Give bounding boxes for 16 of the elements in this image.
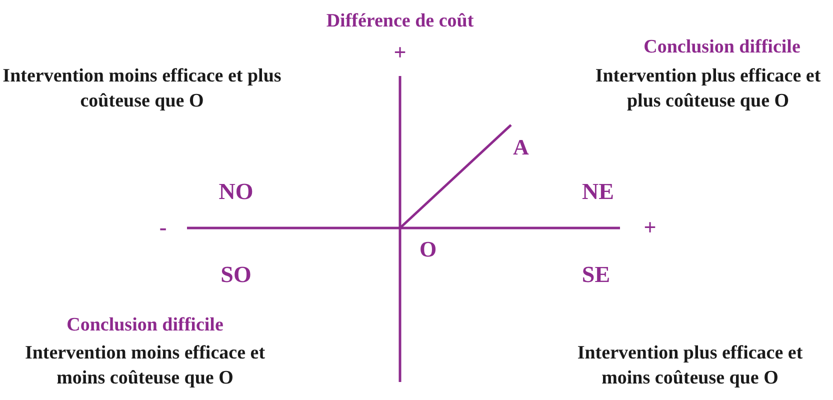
point-label: A [513,134,529,162]
quadrant-label: NO [218,178,254,206]
quadrant-description: Intervention moins efficace et moins coûteuse que O [24,341,266,390]
quadrant-label: SO [220,261,252,290]
quadrant-note: Conclusion difficile [644,36,800,60]
axis-title: Différence de coût [326,10,474,34]
quadrant-description: Intervention plus efficace et moins coûteuse que O [576,341,804,390]
quadrant-description: Intervention plus efficace et plus coûteuse que O [594,64,822,113]
quadrant-description: Intervention moins efficace et plus coûteuse que O [2,64,282,113]
quadrant-label: SE [582,261,610,290]
plus-sign: + [394,38,406,67]
quadrant-note: Conclusion difficile [66,314,224,338]
minus-sign: - [159,214,167,242]
plus-sign: + [644,214,656,242]
origin-label: O [419,236,437,264]
quadrant-label: NE [582,178,614,206]
